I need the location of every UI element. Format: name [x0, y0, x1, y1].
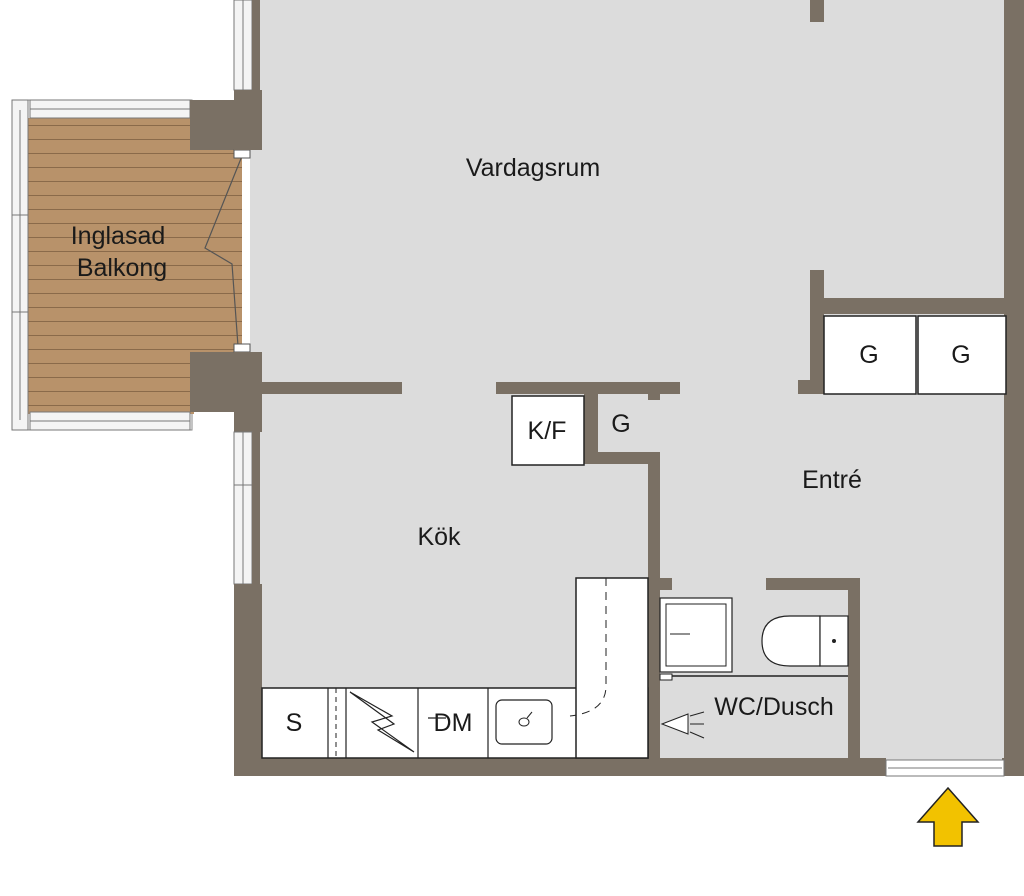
room-label-entrance: Entré: [802, 466, 862, 494]
walls: [233, 0, 1024, 776]
wardrobe-1-box: [823, 315, 917, 395]
fixture-label-fridge-freezer: K/F: [528, 417, 567, 445]
room-label-living: Vardagsrum: [466, 154, 600, 182]
fixture-label-wardrobe-small: G: [611, 410, 630, 438]
toilet-icon: [761, 615, 849, 667]
wardrobe-2-box: [917, 315, 1007, 395]
sink-icon: [495, 699, 553, 745]
lamp-icon: [660, 711, 705, 739]
fixture-label-wardrobe-2: G: [951, 341, 970, 369]
kitchen-counter: [261, 577, 649, 759]
stove-lightning-icon: [349, 691, 415, 753]
balcony: [11, 99, 262, 431]
entry-arrow-icon: [916, 786, 980, 847]
room-label-balcony-line1: Inglasad: [71, 222, 166, 250]
shower-icon: [659, 597, 848, 681]
room-label-bathroom: WC/Dusch: [714, 693, 833, 721]
room-label-kitchen: Kök: [417, 523, 461, 551]
entry-door: [885, 759, 1005, 777]
fixture-label-stove: S: [286, 709, 303, 737]
fridge-freezer-box: [511, 395, 585, 466]
fixture-label-dishwasher: DM: [434, 709, 473, 737]
fixture-label-wardrobe-1: G: [859, 341, 878, 369]
room-label-balcony-line2: Balkong: [77, 254, 167, 282]
